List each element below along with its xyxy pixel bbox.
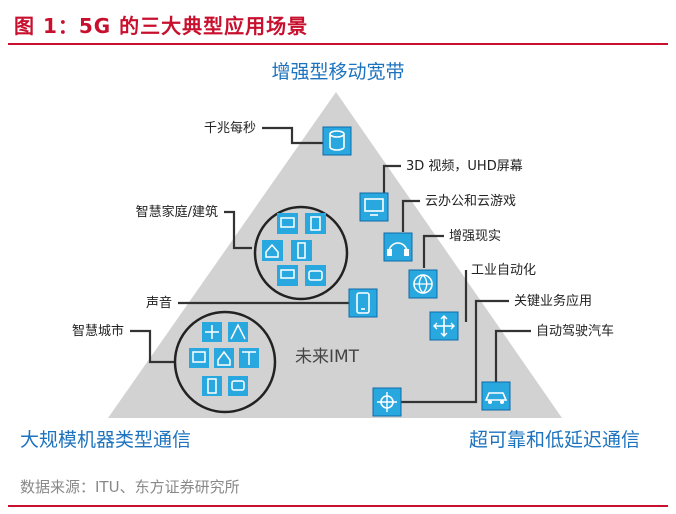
connector-lines [130, 126, 531, 404]
smart-home-cluster-ring [253, 205, 349, 301]
bottom-divider [8, 505, 668, 507]
figure-title: 图 1：5G 的三大典型应用场景 [14, 14, 309, 38]
smart-home-device-icons [262, 213, 326, 286]
cylinder-icon [322, 126, 352, 156]
car-icon [481, 381, 511, 411]
source-note: 数据来源：ITU、东方证券研究所 [20, 478, 240, 496]
vertex-left-label: 大规模机器类型通信 [20, 429, 191, 451]
smart-city-cluster-ring [173, 310, 277, 414]
center-label: 未来IMT [295, 347, 360, 367]
top-divider [8, 43, 668, 45]
monitor-icon [359, 192, 389, 222]
smart-city-device-icons [189, 322, 259, 396]
vertex-right-label: 超可靠和低延迟通信 [469, 429, 640, 451]
label-ar: 增强现实 [449, 229, 501, 244]
label-smart-home: 智慧家庭/建筑 [136, 204, 218, 220]
connector-cloud [401, 199, 420, 232]
label-smart-city: 智慧城市 [72, 323, 124, 339]
label-voice: 声音 [146, 295, 172, 311]
label-gigabit: 千兆每秒 [204, 120, 256, 136]
label-autodrive: 自动驾驶汽车 [536, 323, 614, 339]
label-cloud: 云办公和云游戏 [425, 194, 516, 209]
connector-autodrive [494, 329, 531, 382]
headset-icon [383, 232, 413, 262]
crosshair-icon [372, 387, 402, 417]
vertex-top-label: 增强型移动宽带 [271, 61, 404, 83]
connector-ar [422, 234, 444, 268]
connector-mission [401, 299, 509, 404]
connector-smart-city [130, 329, 176, 364]
cross-arrows-icon [429, 311, 459, 341]
label-mission: 关键业务应用 [514, 293, 592, 309]
phone-icon [348, 288, 378, 318]
connector-gigabit [262, 126, 323, 145]
globe-icon [408, 269, 438, 299]
connector-smart-home [224, 210, 252, 250]
label-industry: 工业自动化 [471, 263, 536, 278]
label-uhd-video: 3D 视频，UHD屏幕 [406, 159, 523, 174]
connector-uhd [382, 164, 401, 195]
